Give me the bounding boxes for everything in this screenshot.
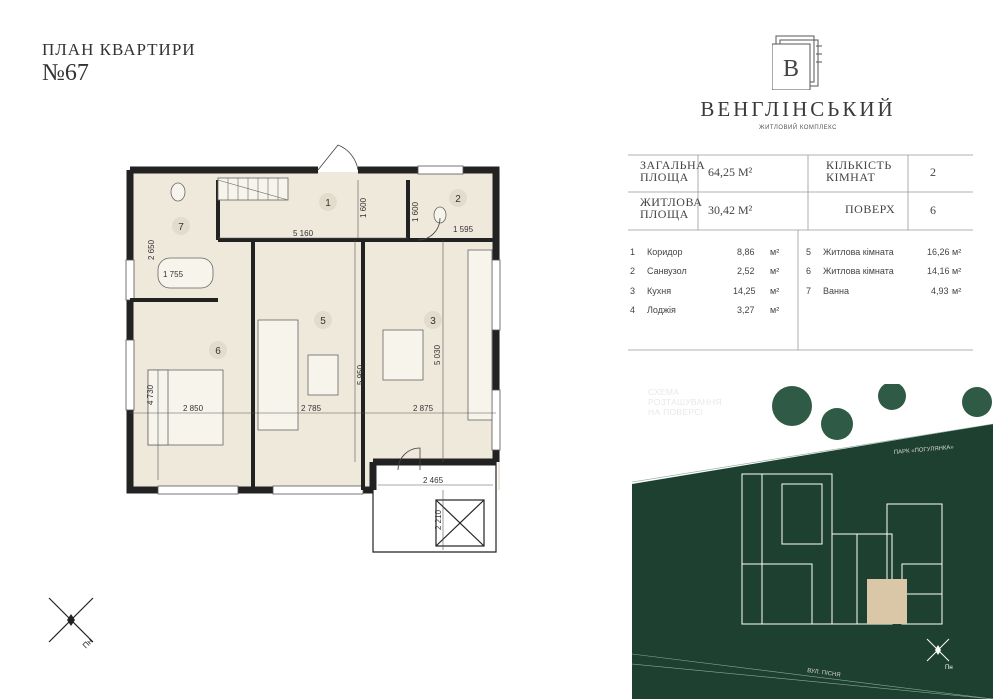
summary-table-lines bbox=[628, 154, 973, 351]
living-area-label: ЖИТЛОВА ПЛОЩА bbox=[640, 195, 703, 221]
total-area-value: 64,25 М² bbox=[708, 165, 753, 179]
floor-scheme-map: ПАРК «ПОГУЛЯНКА» ВУЛ. ПІСНЯ Пн bbox=[632, 384, 993, 699]
room-badge-3: 3 bbox=[430, 316, 436, 327]
logo-letter: B bbox=[783, 56, 799, 82]
coffee-table bbox=[307, 354, 339, 396]
dim-label: 5 950 bbox=[356, 364, 365, 385]
dim-label: 4 730 bbox=[146, 384, 155, 405]
room-badge-2: 2 bbox=[455, 194, 461, 205]
living-area-value: 30,42 М² bbox=[708, 203, 753, 217]
svg-text:ПАРК «ПОГУЛЯНКА»: ПАРК «ПОГУЛЯНКА» bbox=[894, 445, 955, 456]
total-area-label: ЗАГАЛЬНА ПЛОЩА bbox=[640, 158, 706, 184]
dim-label: 2 465 bbox=[423, 476, 444, 485]
brand-subtitle: ЖИТЛОВИЙ КОМПЛЕКС bbox=[759, 125, 837, 131]
brand-logo-icon: B bbox=[772, 35, 822, 90]
toilet-2 bbox=[433, 206, 447, 224]
svg-text:Пн: Пн bbox=[945, 665, 953, 671]
floor-plan: 1 2 3 5 6 7 5 160 1 600 1 600 1 595 2 65… bbox=[125, 144, 501, 553]
dim-label: 1 600 bbox=[359, 197, 368, 218]
dim-label: 1 600 bbox=[411, 201, 420, 222]
dim-label: 2 210 bbox=[434, 509, 443, 530]
dim-label: 1 595 bbox=[453, 225, 474, 234]
kitchen-counter bbox=[467, 249, 493, 421]
apartment-highlight bbox=[867, 579, 907, 624]
rooms-count-value: 2 bbox=[930, 165, 936, 179]
dim-label: 5 160 bbox=[293, 229, 314, 238]
svg-text:ВУЛ. ПІСНЯ: ВУЛ. ПІСНЯ bbox=[807, 668, 841, 679]
dim-label: 2 650 bbox=[147, 239, 156, 260]
dim-label: 2 875 bbox=[413, 404, 434, 413]
floor-value: 6 bbox=[930, 203, 936, 217]
floor-label: ПОВЕРХ bbox=[845, 202, 896, 216]
room-badge-7: 7 bbox=[178, 222, 184, 233]
brand-name: ВЕНГЛІНСЬКИЙ bbox=[700, 97, 896, 121]
rooms-count-label: КІЛЬКІСТЬ КІМНАТ bbox=[826, 158, 892, 184]
room-badge-6: 6 bbox=[215, 346, 221, 357]
room-badge-5: 5 bbox=[320, 316, 326, 327]
toilet bbox=[170, 182, 186, 202]
wardrobe bbox=[217, 177, 289, 201]
plan-title: ПЛАН КВАРТИРИ bbox=[42, 40, 196, 59]
bathtub bbox=[157, 257, 214, 289]
compass-icon: Пн bbox=[48, 597, 95, 651]
dim-label: 2 850 bbox=[183, 404, 204, 413]
svg-text:Пн: Пн bbox=[81, 637, 95, 651]
dim-label: 1 755 bbox=[163, 270, 184, 279]
room-badge-1: 1 bbox=[325, 198, 331, 209]
dining-table bbox=[382, 329, 424, 381]
dim-label: 5 030 bbox=[433, 344, 442, 365]
sofa bbox=[257, 319, 299, 431]
scheme-compass-icon: Пн bbox=[926, 638, 953, 671]
apartment-number: №67 bbox=[42, 60, 89, 86]
dim-label: 2 785 bbox=[301, 404, 322, 413]
scheme-title: СХЕМА РОЗТАШУВАННЯ НА ПОВЕРСІ bbox=[648, 387, 722, 417]
